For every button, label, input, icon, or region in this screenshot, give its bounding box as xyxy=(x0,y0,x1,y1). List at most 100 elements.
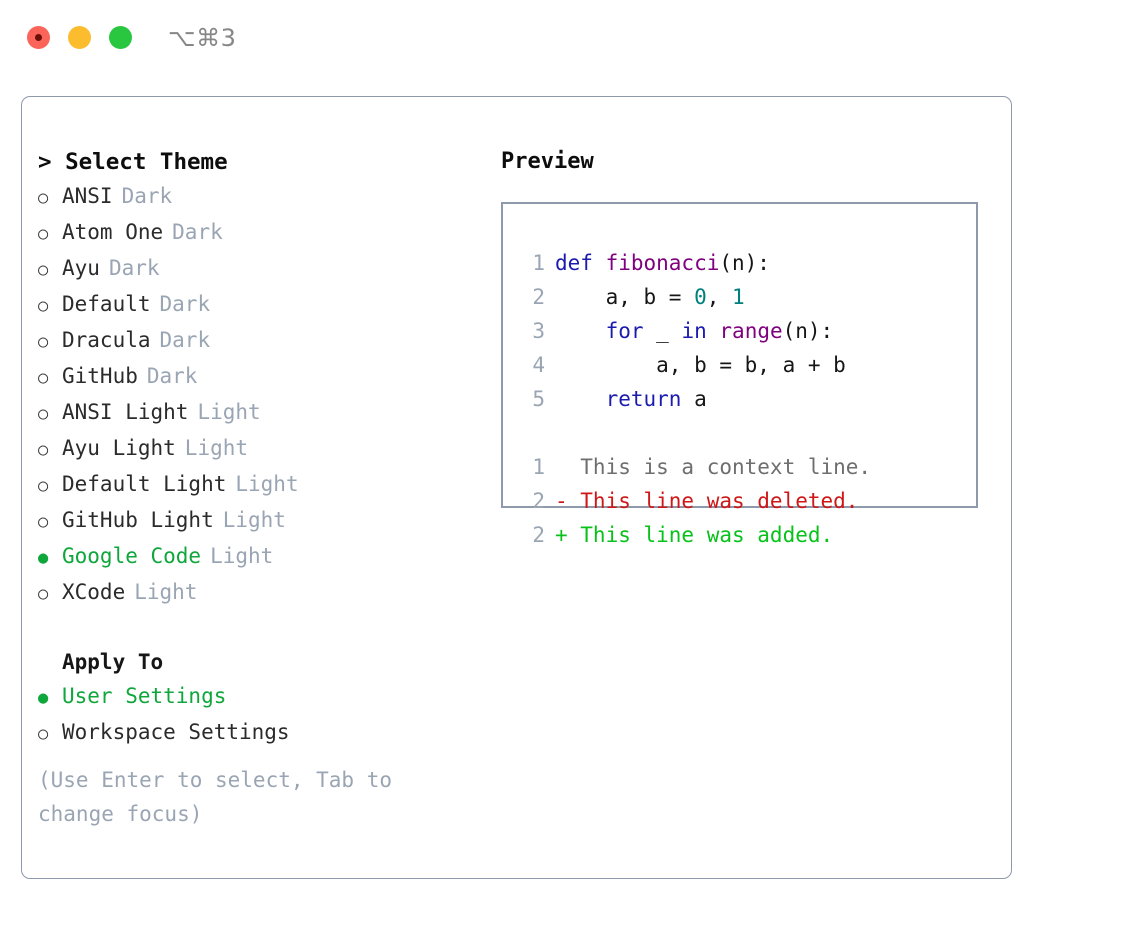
code-line: 5 return a xyxy=(503,382,976,416)
theme-option-label: Default Light xyxy=(62,472,227,496)
keyboard-hint-text: (Use Enter to select, Tab to change focu… xyxy=(38,768,405,826)
select-theme-title: Select Theme xyxy=(65,149,228,175)
code-line: 2 a, b = 0, 1 xyxy=(503,280,976,314)
theme-variant-badge: Dark xyxy=(146,364,198,388)
prompt-caret-icon: > xyxy=(38,149,52,175)
theme-option-label: Atom One xyxy=(62,220,164,244)
window-shortcut-label: ⌥⌘3 xyxy=(168,24,237,52)
code-line-text: a, b = b, a + b xyxy=(555,348,846,382)
code-token-fn: range xyxy=(719,319,783,343)
code-token-plain: (n): xyxy=(719,251,770,275)
radio-unselected-icon: ○ xyxy=(38,724,49,744)
theme-variant-badge: Light xyxy=(210,544,274,568)
theme-option-ansi-light[interactable]: ○ ANSI Light Light xyxy=(38,395,478,431)
preview-heading: Preview xyxy=(501,149,594,174)
apply-to-option-label: User Settings xyxy=(62,684,227,708)
traffic-light-group xyxy=(27,26,132,49)
theme-option-label: GitHub xyxy=(62,364,138,388)
radio-unselected-icon: ○ xyxy=(38,440,49,460)
theme-variant-badge: Dark xyxy=(121,184,173,208)
theme-variant-badge: Light xyxy=(235,472,299,496)
radio-unselected-icon: ○ xyxy=(38,476,49,496)
radio-unselected-icon: ○ xyxy=(38,188,49,208)
theme-option-label: Dracula xyxy=(62,328,151,352)
code-diff-separator xyxy=(503,416,976,450)
radio-unselected-icon: ○ xyxy=(38,332,49,352)
code-token-kw: return xyxy=(605,387,682,411)
code-line-text: for _ in range(n): xyxy=(555,314,834,348)
theme-option-label: Google Code xyxy=(62,544,202,568)
apply-to-heading: Apply To xyxy=(62,650,164,674)
apply-to-option-user-settings[interactable]: ● User Settings xyxy=(38,679,478,715)
line-number: 2 xyxy=(532,489,545,513)
theme-option-dracula[interactable]: ○ Dracula Dark xyxy=(38,323,478,359)
code-token-plain xyxy=(555,387,606,411)
code-token-kw: in xyxy=(681,319,707,343)
minimize-window-icon[interactable] xyxy=(68,26,91,49)
line-number: 2 xyxy=(532,523,545,547)
code-token-kw: for xyxy=(605,319,644,343)
radio-unselected-icon: ○ xyxy=(38,584,49,604)
theme-option-label: Ayu Light xyxy=(62,436,176,460)
code-line-text: return a xyxy=(555,382,707,416)
theme-option-ayu-light[interactable]: ○ Ayu Light Light xyxy=(38,431,478,467)
code-token-num: 0 xyxy=(694,285,707,309)
theme-variant-badge: Light xyxy=(197,400,261,424)
theme-option-label: XCode xyxy=(62,580,126,604)
preview-column: Preview xyxy=(501,145,991,179)
code-line-text: def fibonacci(n): xyxy=(555,246,770,280)
theme-option-label: Ayu xyxy=(62,256,100,280)
code-token-num: 1 xyxy=(732,285,745,309)
code-token-plain xyxy=(707,319,720,343)
apply-to-option-list[interactable]: ● User Settings ○ Workspace Settings xyxy=(38,679,478,751)
radio-selected-icon: ● xyxy=(38,688,49,708)
theme-option-default-light[interactable]: ○ Default Light Light xyxy=(38,467,478,503)
code-line: 3 for _ in range(n): xyxy=(503,314,976,348)
theme-variant-badge: Light xyxy=(222,508,286,532)
apply-to-option-label: Workspace Settings xyxy=(62,720,290,744)
radio-unselected-icon: ○ xyxy=(38,296,49,316)
radio-unselected-icon: ○ xyxy=(38,404,49,424)
diff-line-del: 2 - This line was deleted. xyxy=(503,484,976,518)
theme-variant-badge: Dark xyxy=(159,292,211,316)
code-token-plain xyxy=(555,319,606,343)
select-theme-heading: > Select Theme xyxy=(38,145,478,179)
theme-variant-badge: Light xyxy=(184,436,249,460)
radio-unselected-icon: ○ xyxy=(38,368,49,388)
apply-to-option-workspace-settings[interactable]: ○ Workspace Settings xyxy=(38,715,478,751)
theme-variant-badge: Dark xyxy=(108,256,160,280)
theme-option-github[interactable]: ○ GitHub Dark xyxy=(38,359,478,395)
code-token-plain: _ xyxy=(643,319,682,343)
theme-variant-badge: Dark xyxy=(159,328,211,352)
code-line-text: a, b = 0, 1 xyxy=(555,280,745,314)
line-number: 3 xyxy=(532,319,545,343)
line-number: 5 xyxy=(532,387,545,411)
code-token-plain: a, b = xyxy=(555,285,695,309)
code-token-plain: a xyxy=(681,387,707,411)
diff-line-text: - This line was deleted. xyxy=(555,489,859,513)
maximize-window-icon[interactable] xyxy=(109,26,132,49)
code-token-kw: def xyxy=(555,251,606,275)
line-number: 1 xyxy=(532,455,545,479)
code-token-plain: a, b = b, a + b xyxy=(555,353,846,377)
theme-option-label: GitHub Light xyxy=(62,508,214,532)
theme-variant-badge: Dark xyxy=(172,220,223,244)
diff-line-ctx: 1 This is a context line. xyxy=(503,450,976,484)
list-spacer xyxy=(38,611,478,645)
close-window-icon[interactable] xyxy=(27,26,50,49)
theme-option-label: ANSI Light xyxy=(62,400,189,424)
